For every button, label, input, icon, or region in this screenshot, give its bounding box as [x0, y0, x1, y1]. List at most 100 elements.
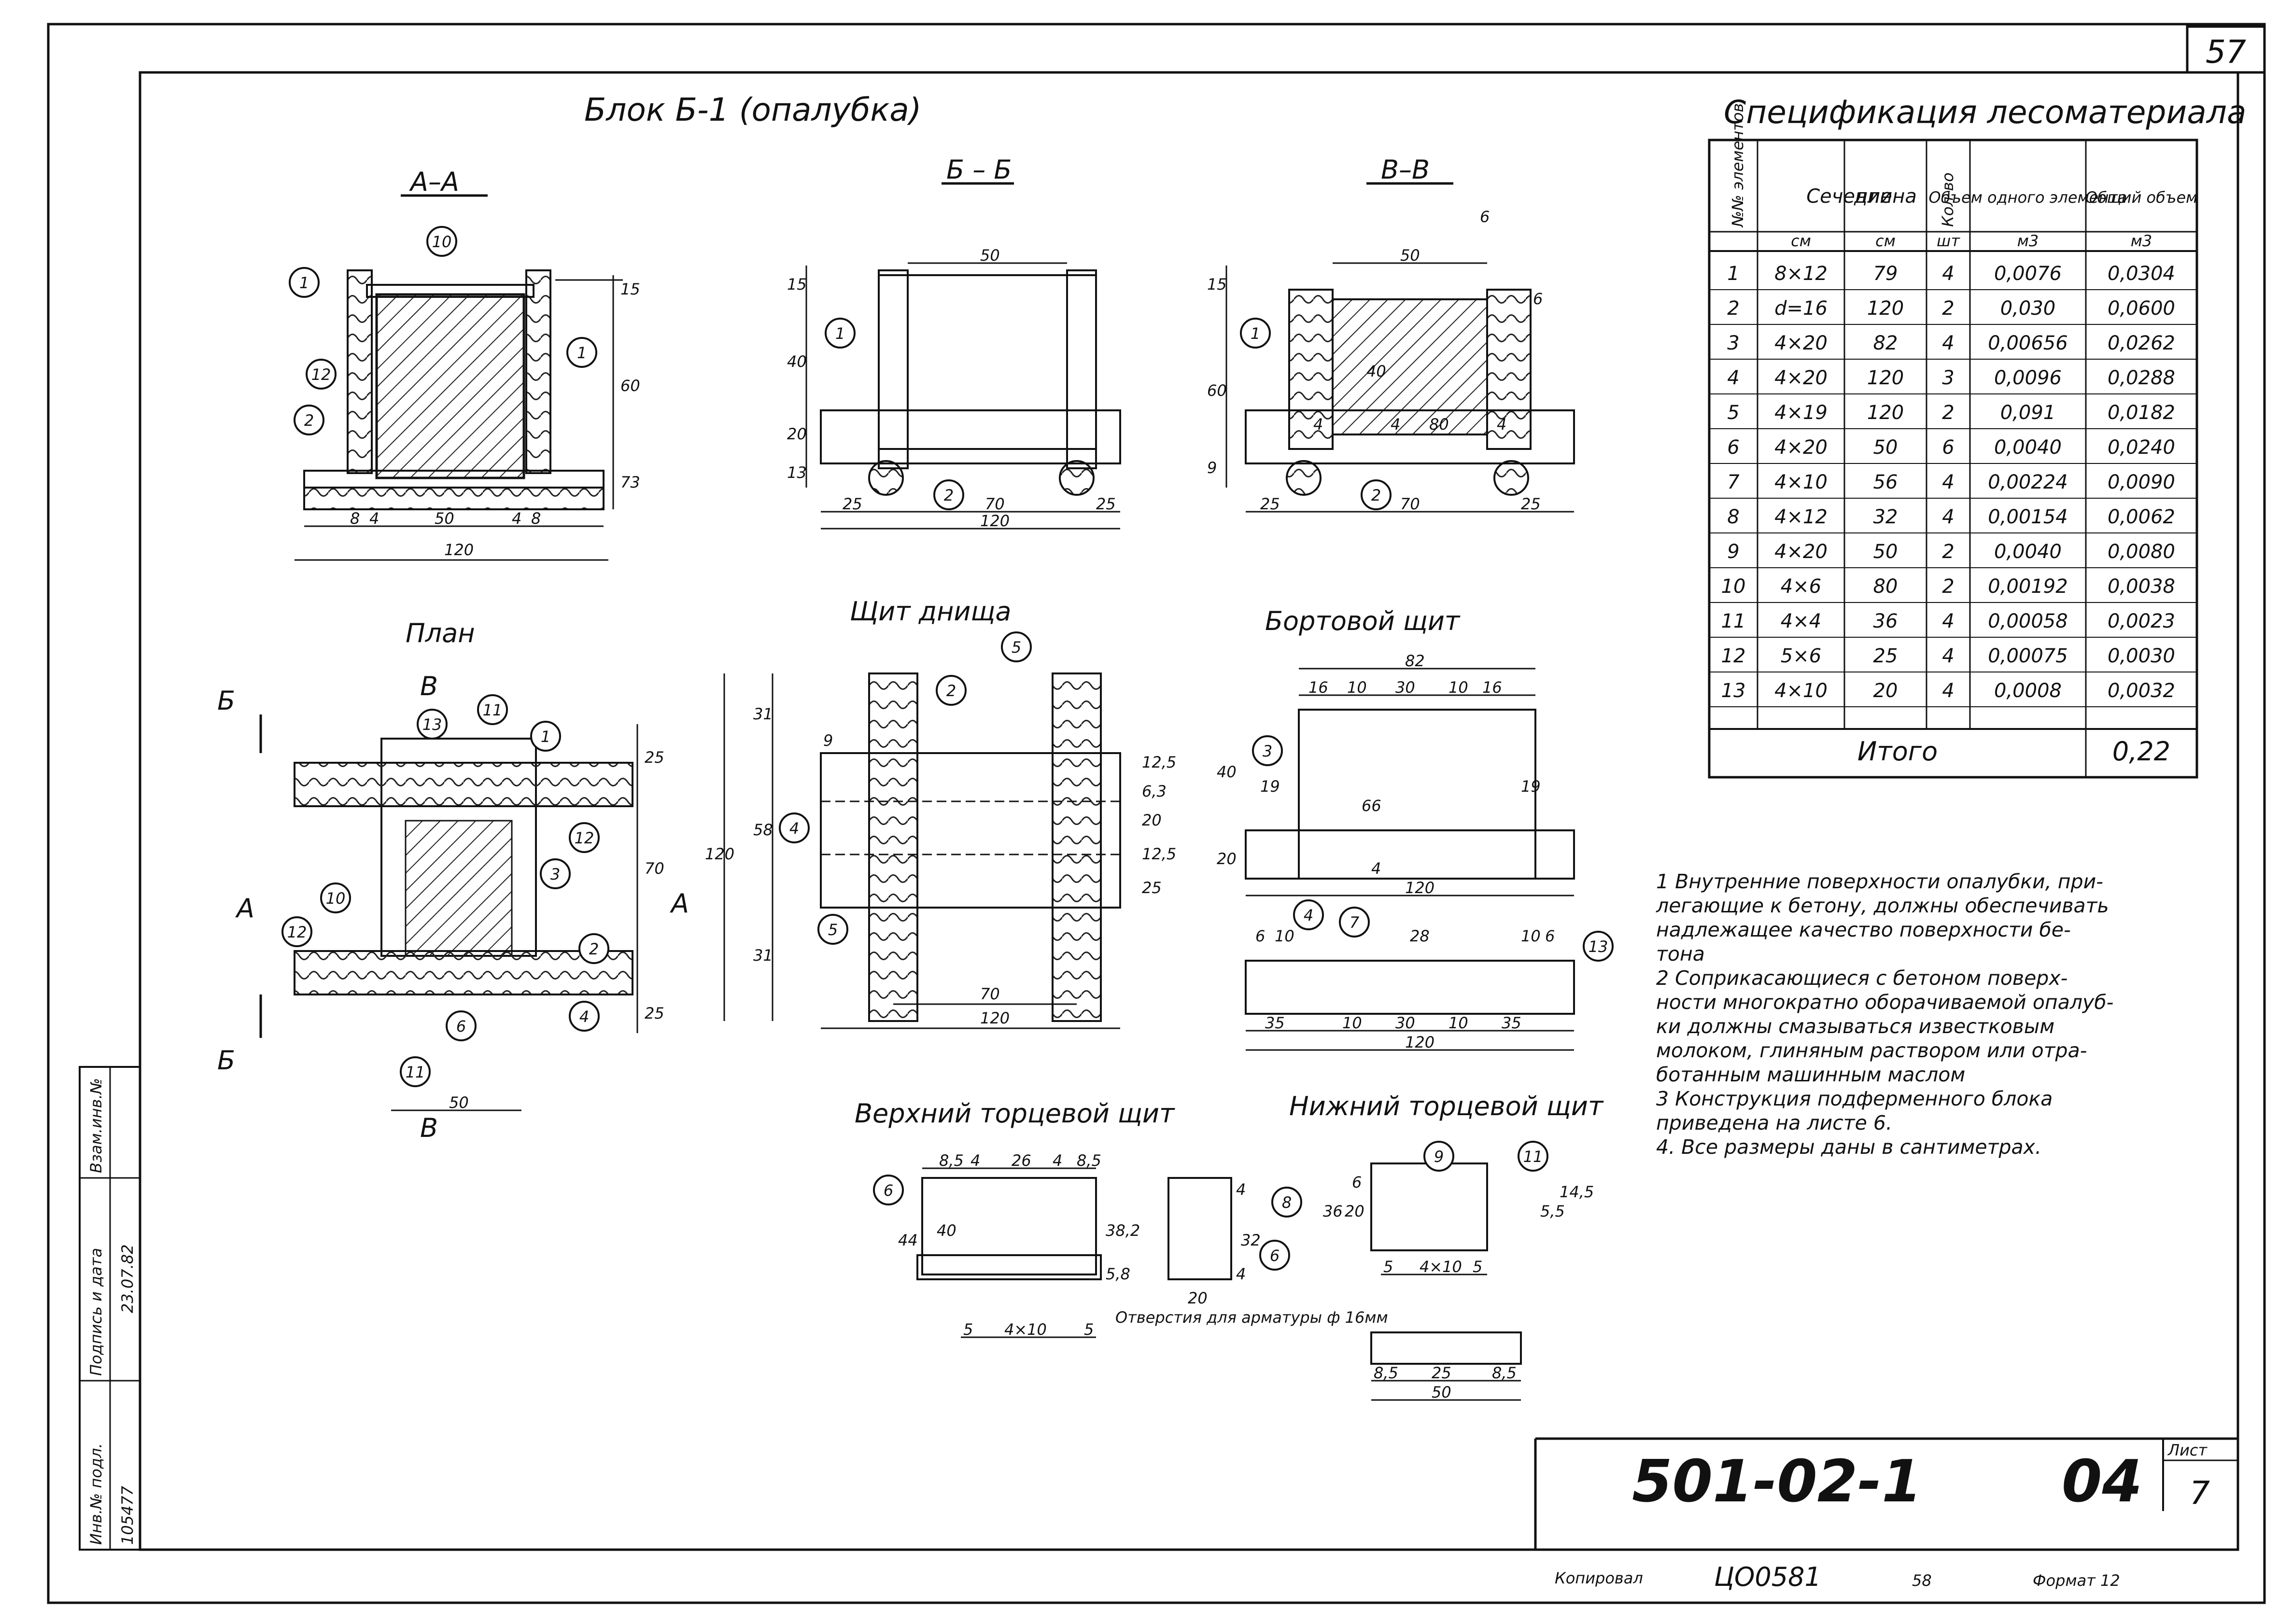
spec-cell: 0,091 — [2000, 402, 2056, 424]
side-panel-label: Бортовой щит — [1265, 606, 1461, 636]
note-line: 4. Все размеры даны в сантиметрах. — [1656, 1135, 2041, 1159]
callout-12-plan-left: 12 — [287, 923, 307, 941]
spec-header-section: Сечение — [1806, 185, 1892, 208]
note-line: 1 Внутренние поверхности опалубки, при- — [1656, 870, 2103, 893]
dim-topend-8-5b: 8,5 — [1077, 1151, 1101, 1170]
spec-header-total-volume: Общий объем — [2085, 188, 2198, 207]
note-line: приведена на листе 6. — [1656, 1111, 1892, 1134]
footer-copied: Копировал — [1555, 1569, 1643, 1587]
cut-mark-a-left: А — [235, 893, 254, 924]
side-stamp-sign-label: Подпись и дата — [87, 1248, 105, 1376]
dim-bottom-6-3: 6,3 — [1142, 782, 1167, 800]
spec-cell: 0,0288 — [2108, 367, 2175, 389]
note-line: 3 Конструкция подферменного блока — [1656, 1087, 2053, 1110]
cut-mark-b-top: Б — [217, 686, 235, 716]
dim-topend-5a: 5 — [963, 1320, 973, 1339]
dim-lowend-20a: 20 — [1188, 1289, 1208, 1307]
dim-aa-120: 120 — [444, 541, 474, 559]
spec-header-num: №№ элементов — [1729, 103, 1747, 228]
dim-bb-20: 20 — [787, 425, 807, 443]
callout-5-bottom-left: 5 — [828, 921, 838, 939]
spec-cell: 4×12 — [1774, 506, 1828, 528]
spec-cell: 9 — [1727, 541, 1739, 563]
spec-cell: 2 — [1727, 297, 1739, 320]
top-end-panel-view: Верхний торцевой щит 8,5 4 26 4 8,5 44 4… — [855, 1098, 1388, 1339]
spec-cell: 4×10 — [1774, 680, 1828, 702]
spec-header-qty: Кол-во — [1939, 172, 1957, 227]
dim-vv-6b: 6 — [1533, 290, 1543, 308]
callout-12-plan-right: 12 — [575, 829, 594, 847]
bottom-panel-view: Щит днища 120 31 58 31 9 12,5 6,3 20 12,… — [705, 596, 1176, 1029]
dim-lowplan-25: 25 — [1432, 1364, 1451, 1382]
spec-cell: 4 — [1942, 645, 1954, 667]
spec-cell: 0,0076 — [1994, 263, 2062, 285]
dim-topend-5-8: 5,8 — [1106, 1265, 1130, 1283]
dim-bb-120: 120 — [980, 512, 1010, 530]
cut-mark-v-bottom: В — [420, 1113, 438, 1143]
dim-sideplan-35a: 35 — [1265, 1014, 1285, 1032]
dim-bottom-31a: 31 — [753, 705, 773, 723]
spec-cell: 4×20 — [1774, 541, 1828, 563]
spec-unit-section: см — [1791, 232, 1811, 250]
spec-cell: 50 — [1873, 541, 1898, 563]
spec-cell: 4×4 — [1781, 610, 1821, 632]
spec-cell: 8×12 — [1774, 263, 1828, 285]
spec-cell: 0,0023 — [2108, 610, 2175, 632]
dim-side-10a: 10 — [1347, 678, 1367, 697]
note-line: ботанным машинным маслом — [1656, 1063, 1965, 1086]
dim-lowplan-50: 50 — [1432, 1383, 1451, 1401]
spec-cell: 0,0304 — [2108, 263, 2175, 285]
dim-topend-44: 44 — [898, 1231, 918, 1249]
dim-topend-4b: 4 — [1053, 1151, 1062, 1170]
dim-lowend-6: 6 — [1352, 1173, 1362, 1191]
note-line: надлежащее качество поверхности бе- — [1656, 918, 2071, 941]
dim-sideplan-6b: 6 — [1545, 927, 1555, 945]
spec-cell: 0,0600 — [2108, 297, 2175, 320]
spec-cell: 0,00224 — [1988, 471, 2067, 493]
spec-cell: 3 — [1727, 332, 1739, 354]
side-stamp-inv-value: 105477 — [118, 1485, 137, 1545]
spec-cell: 0,0008 — [1994, 680, 2062, 702]
footer-format: Формат 12 — [2033, 1571, 2120, 1590]
top-end-panel-label: Верхний торцевой щит — [855, 1098, 1175, 1129]
note-line: легающие к бетону, должны обеспечивать — [1656, 894, 2109, 917]
spec-cell: 0,0240 — [2108, 436, 2175, 459]
dim-vv-70: 70 — [1400, 495, 1420, 513]
side-stamp-replace-label: Взам.инв.№ — [87, 1078, 105, 1173]
dim-aa-50: 50 — [435, 509, 454, 528]
cut-mark-v-top: В — [420, 671, 438, 701]
spec-cell: 0,0038 — [2108, 575, 2175, 598]
callout-7-side: 7 — [1350, 913, 1360, 932]
section-aa: А–А 15 60 73 8 4 50 4 8 120 — [295, 167, 640, 561]
dim-sideplan-30: 30 — [1395, 1014, 1415, 1032]
holes-note: Отверстия для арматуры ф 16мм — [1115, 1308, 1388, 1327]
spec-cell: 80 — [1873, 575, 1898, 598]
sheet-number: 57 — [2206, 33, 2246, 70]
spec-cell: 12 — [1721, 645, 1746, 667]
dim-lowend-4a: 4 — [1236, 1180, 1246, 1199]
spec-cell: 82 — [1873, 332, 1898, 354]
spec-cell: 4×6 — [1781, 575, 1821, 598]
spec-cell: 0,0090 — [2108, 471, 2175, 493]
footer: Копировал ЦО0581 58 Формат 12 — [1555, 1562, 2120, 1592]
callout-10-plan: 10 — [326, 889, 346, 908]
dim-lowplan-8-5a: 8,5 — [1374, 1364, 1398, 1382]
dim-vv-50: 50 — [1400, 246, 1420, 265]
dim-topend-5b: 5 — [1084, 1320, 1094, 1339]
footer-code: ЦО0581 — [1714, 1562, 1821, 1592]
sheet-inner-frame — [139, 71, 2239, 1551]
dim-side-20: 20 — [1217, 850, 1237, 868]
callouts: 10 1 1 12 2 1 2 1 2 13 11 1 12 3 2 10 12… — [281, 226, 1614, 1271]
spec-cell: 4×20 — [1774, 436, 1828, 459]
section-vv: В–В 6 50 15 60 6 4 40 4 80 4 9 25 70 25 — [1207, 154, 1575, 513]
spec-cell: 0,0040 — [1994, 436, 2062, 459]
dim-plan-70: 70 — [645, 859, 664, 878]
spec-cell: 0,0182 — [2108, 402, 2175, 424]
drawing-title: Блок Б-1 (опалубка) — [584, 91, 921, 128]
spec-cell: d=16 — [1774, 297, 1828, 320]
callout-2-plan: 2 — [589, 940, 599, 958]
dim-lowend-5a: 5 — [1383, 1258, 1393, 1276]
spec-cell: 1 — [1727, 263, 1739, 285]
